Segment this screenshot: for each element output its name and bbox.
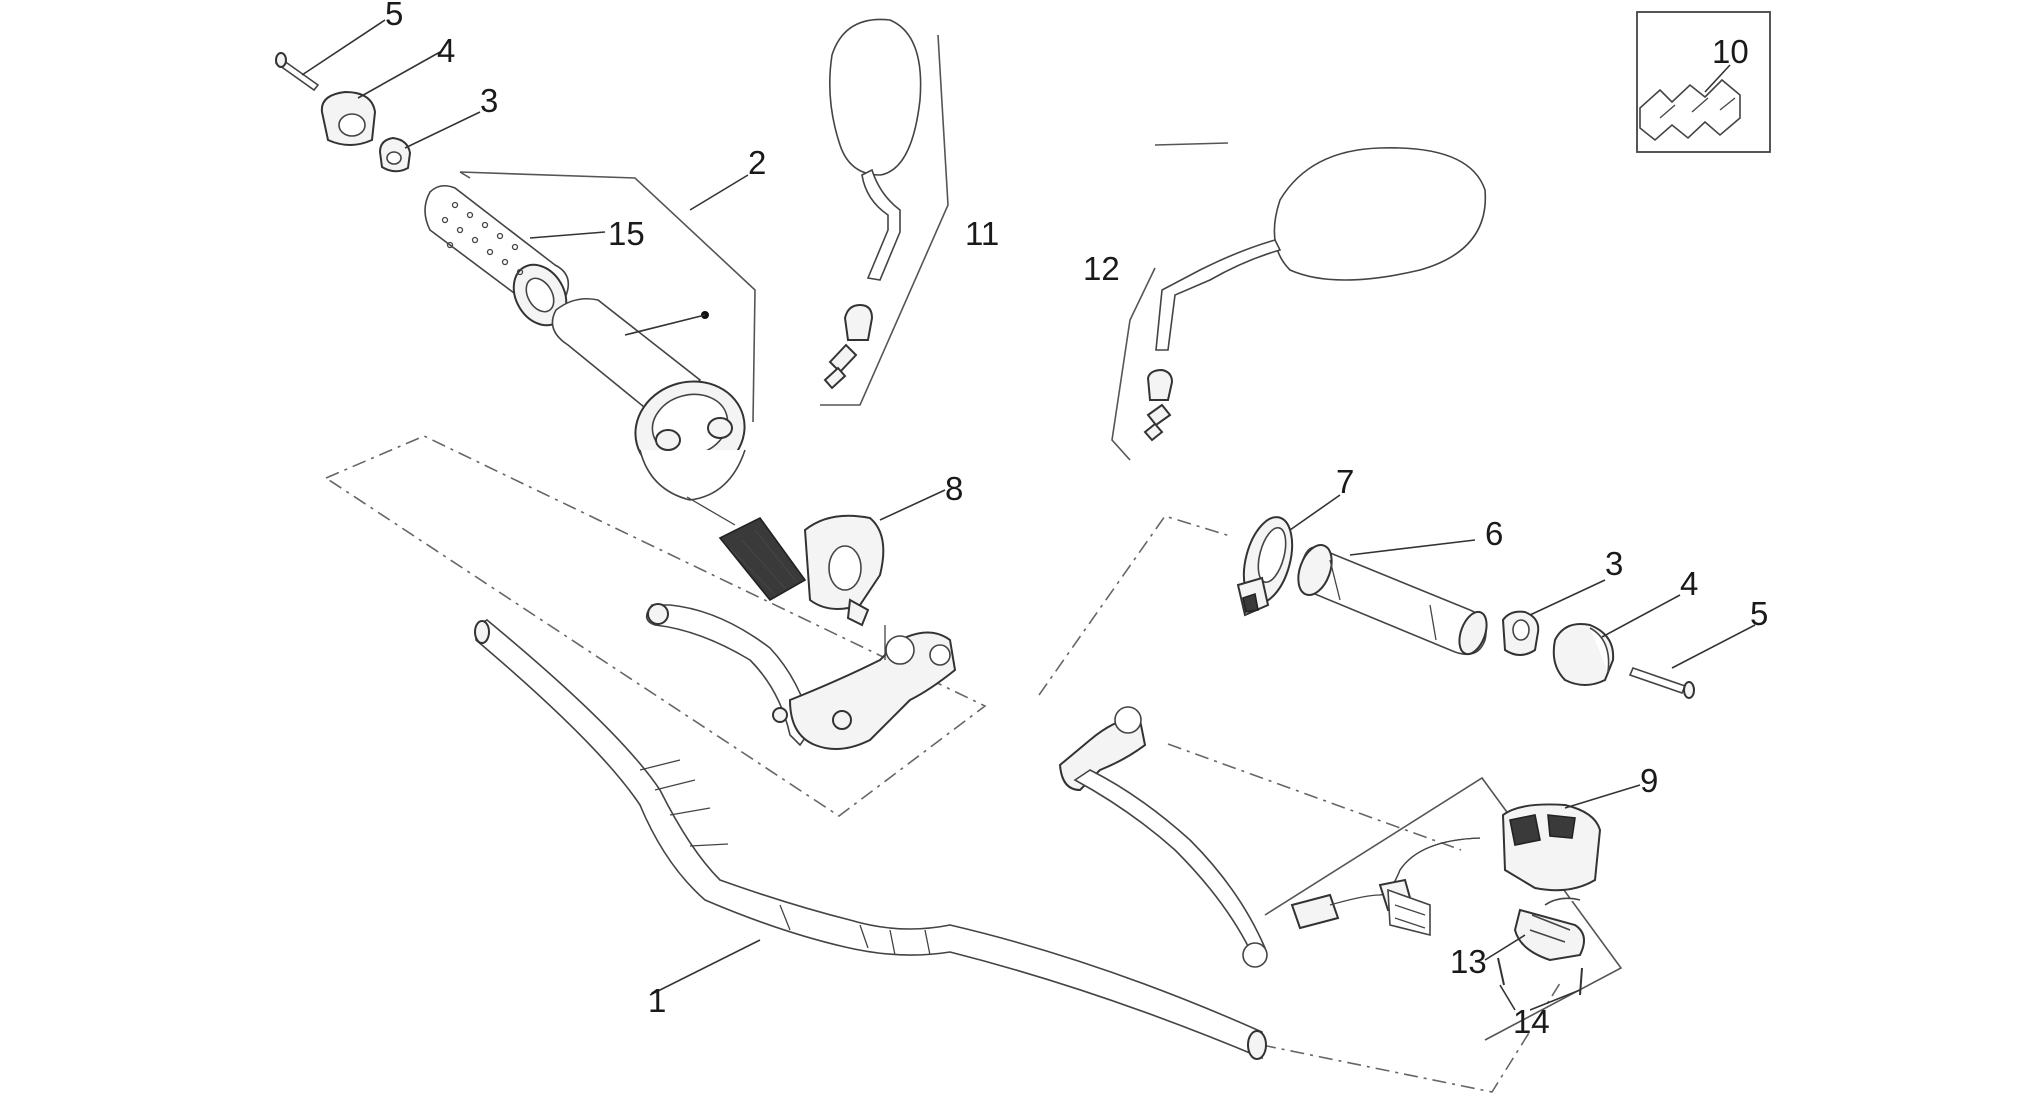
left-bar-end-weight bbox=[320, 90, 377, 146]
handlebar bbox=[474, 619, 1267, 1060]
callout-9: 9 bbox=[1640, 762, 1658, 799]
callout-3-right: 3 bbox=[1605, 545, 1623, 582]
throttle-tube bbox=[551, 297, 746, 501]
callout-15: 15 bbox=[608, 215, 645, 252]
right-mirror bbox=[1111, 142, 1487, 461]
bar-end-dashed-line bbox=[1261, 979, 1563, 1093]
left-mirror bbox=[820, 18, 949, 406]
callout-7: 7 bbox=[1336, 463, 1354, 500]
throttle-connector bbox=[686, 496, 807, 602]
callout-8: 8 bbox=[945, 470, 963, 507]
grip-and-throttle-bracket bbox=[459, 171, 756, 423]
callout-5-left: 5 bbox=[385, 0, 403, 32]
callout-13: 13 bbox=[1450, 943, 1487, 980]
left-assembly-dashed-outline bbox=[324, 435, 987, 817]
left-grip bbox=[424, 184, 570, 327]
callout-4-right: 4 bbox=[1680, 565, 1698, 602]
right-bar-end-insert bbox=[1501, 610, 1540, 656]
callout-3-left: 3 bbox=[480, 82, 498, 119]
callout-10: 10 bbox=[1712, 33, 1749, 70]
right-assembly-dashed-outline bbox=[1038, 515, 1231, 696]
callout-11: 11 bbox=[965, 215, 999, 252]
callout-2: 2 bbox=[748, 144, 766, 181]
left-bar-end-insert bbox=[378, 136, 412, 173]
callout-14: 14 bbox=[1513, 1003, 1550, 1040]
right-bar-end-bolt bbox=[1628, 667, 1695, 699]
clamp-inset bbox=[1636, 11, 1771, 153]
left-lever bbox=[645, 603, 813, 747]
callout-5-right: 5 bbox=[1750, 595, 1768, 632]
left-master-cylinder bbox=[772, 625, 957, 750]
left-bar-end-bolt bbox=[274, 52, 320, 92]
right-grip bbox=[1297, 544, 1488, 656]
lever-dashed-line bbox=[1167, 743, 1462, 851]
right-throttle-housing bbox=[1236, 516, 1294, 617]
throttle-switch-housing bbox=[803, 514, 885, 627]
callout-4-left: 4 bbox=[437, 32, 455, 69]
right-bar-end-weight bbox=[1552, 623, 1615, 686]
leader-lines bbox=[301, 19, 1756, 1011]
callout-6: 6 bbox=[1485, 515, 1503, 552]
right-lever bbox=[1058, 706, 1268, 968]
callout-labels: 5 4 3 2 15 11 12 10 8 7 6 3 4 5 9 1 13 1… bbox=[385, 0, 1768, 1040]
callout-1: 1 bbox=[648, 982, 666, 1019]
callout-12: 12 bbox=[1083, 250, 1120, 287]
right-switch-assembly bbox=[1264, 776, 1623, 1041]
